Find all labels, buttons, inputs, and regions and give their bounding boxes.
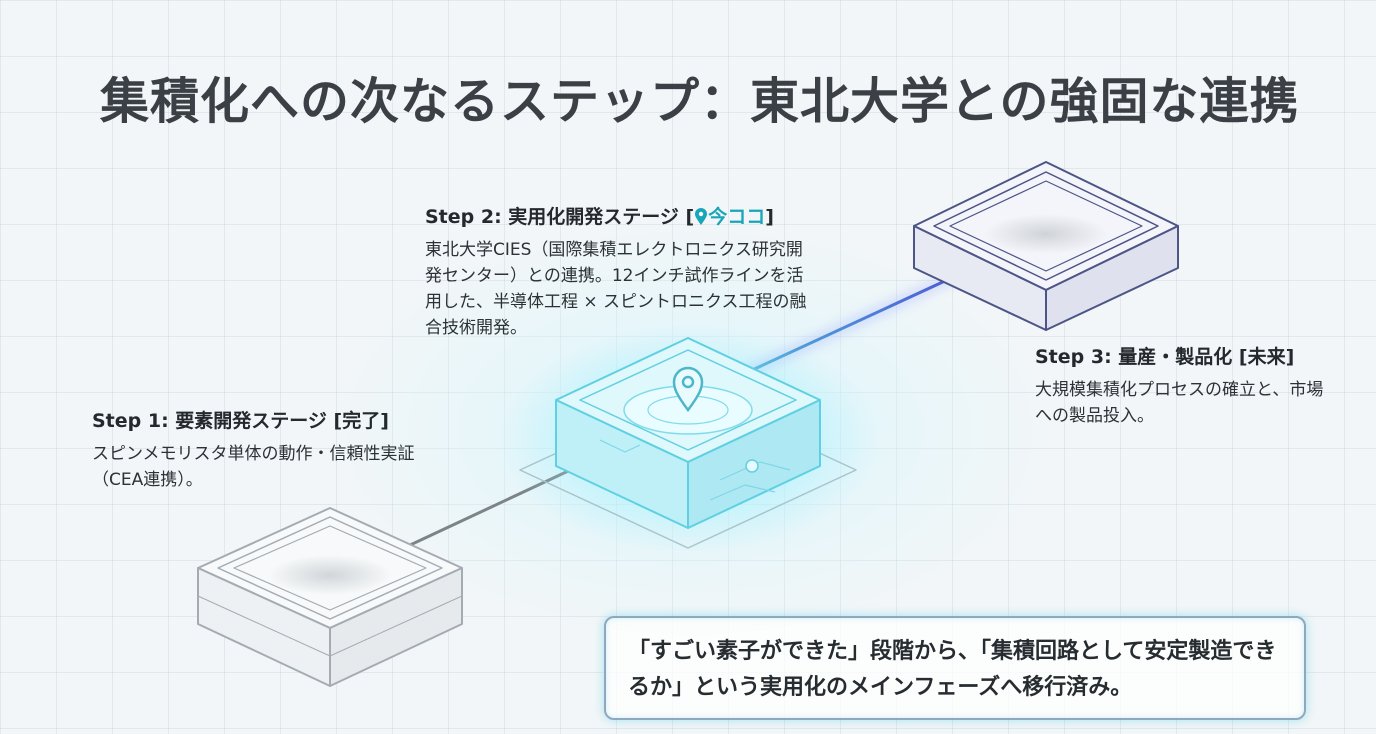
summary-callout-text: 「すごい素子ができた」段階から、「集積回路として安定製造できるか」という実用化の… (628, 639, 1277, 700)
current-position-badge: 今ココ (694, 206, 765, 228)
step1-block (197, 507, 463, 687)
page-title: 集積化への次なるステップ：東北大学との強固な連携 (100, 73, 1300, 130)
step1-heading: Step 1: 要素開発ステージ [完了] (92, 410, 389, 432)
step1-description: スピンメモリスタ単体の動作・信頼性実証（CEA連携）。 (92, 444, 415, 490)
step2-heading: Step 2: 実用化開発ステージ [ 今ココ] (425, 202, 815, 229)
step2-label: Step 2: 実用化開発ステージ [ 今ココ] 東北大学CIES（国際集積エレク… (425, 202, 815, 341)
step3-heading: Step 3: 量産・製品化 [未来] (1035, 346, 1295, 368)
step3-description: 大規模集積化プロセスの確立と、市場への製品投入。 (1035, 380, 1324, 426)
location-pin-icon (672, 366, 704, 413)
current-position-label: 今ココ (708, 206, 766, 228)
step3-block (913, 161, 1179, 331)
location-pin-icon (695, 208, 708, 225)
summary-callout: 「すごい素子ができた」段階から、「集積回路として安定製造できるか」という実用化の… (604, 616, 1306, 720)
step2-heading-prefix: Step 2: 実用化開発ステージ [ (425, 206, 695, 228)
step2-heading-suffix: ] (765, 206, 774, 228)
step2-description: 東北大学CIES（国際集積エレクトロニクス研究開発センター）との連携。12インチ… (425, 240, 807, 338)
step3-label: Step 3: 量産・製品化 [未来] 大規模集積化プロセスの確立と、市場への製… (1035, 342, 1335, 429)
step1-label: Step 1: 要素開発ステージ [完了] スピンメモリスタ単体の動作・信頼性実… (92, 406, 422, 493)
